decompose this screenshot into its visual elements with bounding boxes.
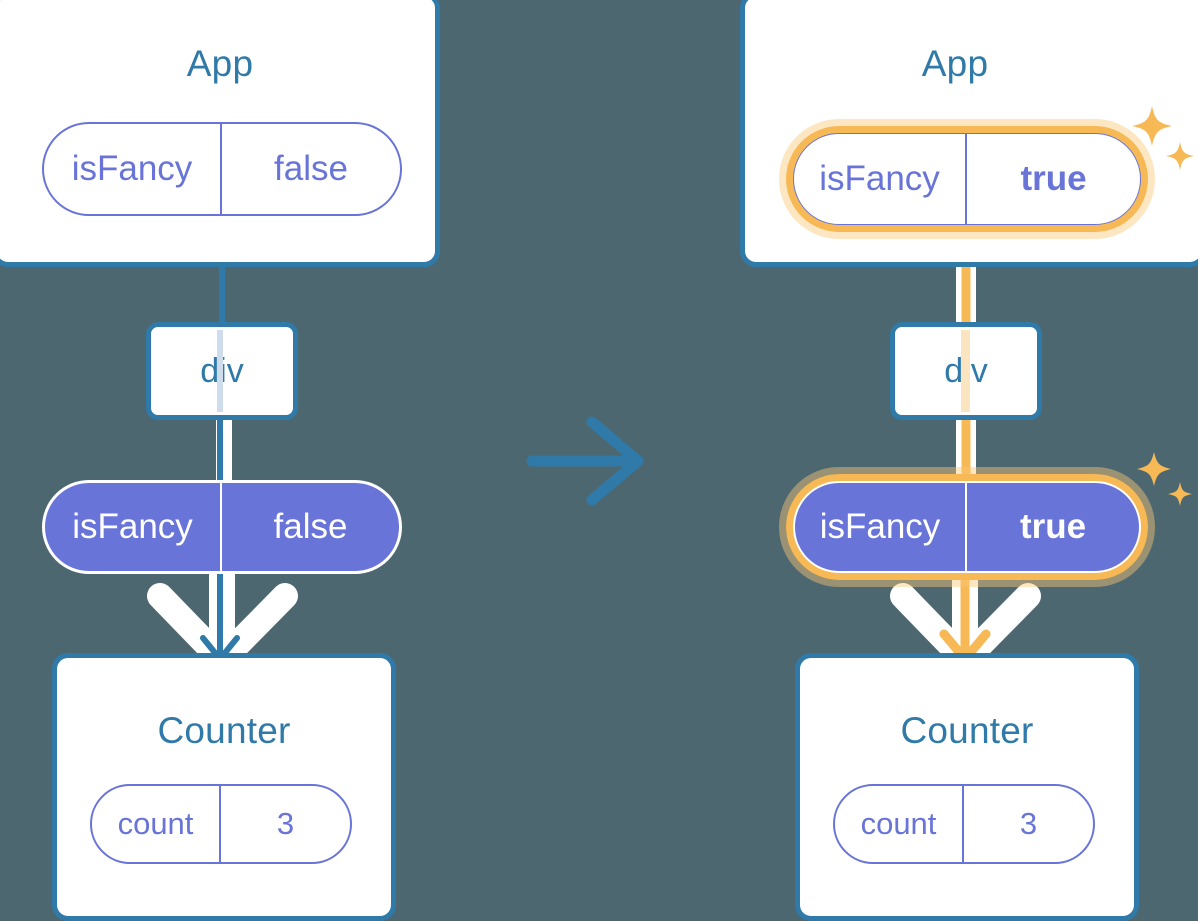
app-card-title-before: App [186,43,254,84]
prop-pill-key-after: isFancy [795,483,967,571]
counter-state-pill-before[interactable]: count 3 [90,784,352,864]
prop-arrow-line-right [939,560,991,664]
prop-pill-after[interactable]: isFancy true [792,480,1142,574]
counter-state-pill-after[interactable]: count 3 [833,784,1095,864]
div-node-passthrough-line-before [217,330,223,412]
app-state-pill-value-before: false [274,149,348,188]
app-state-pill-value-after: true [1020,159,1087,198]
counter-state-pill-key-after: count [835,786,964,862]
app-state-pill-key-after: isFancy [794,134,967,224]
app-state-pill-after[interactable]: isFancy true [792,132,1142,226]
counter-card-title-after: Counter [900,710,1034,751]
prop-pill-before[interactable]: isFancy false [42,480,402,574]
counter-state-pill-value-before: 3 [276,806,295,841]
counter-card-title-before: Counter [157,710,291,751]
div-node-passthrough-line-after [961,330,970,412]
counter-state-pill-value-after: 3 [1019,806,1038,841]
prop-pill-key-before: isFancy [45,483,222,571]
prop-pill-value-after: true [1019,507,1087,546]
right-arrow-icon [526,416,644,506]
app-state-pill-key-before: isFancy [44,124,222,214]
prop-pill-value-before: false [273,507,348,546]
app-card-title-after: App [921,43,989,84]
app-state-pill-before[interactable]: isFancy false [42,122,402,216]
counter-state-pill-key-before: count [92,786,221,862]
